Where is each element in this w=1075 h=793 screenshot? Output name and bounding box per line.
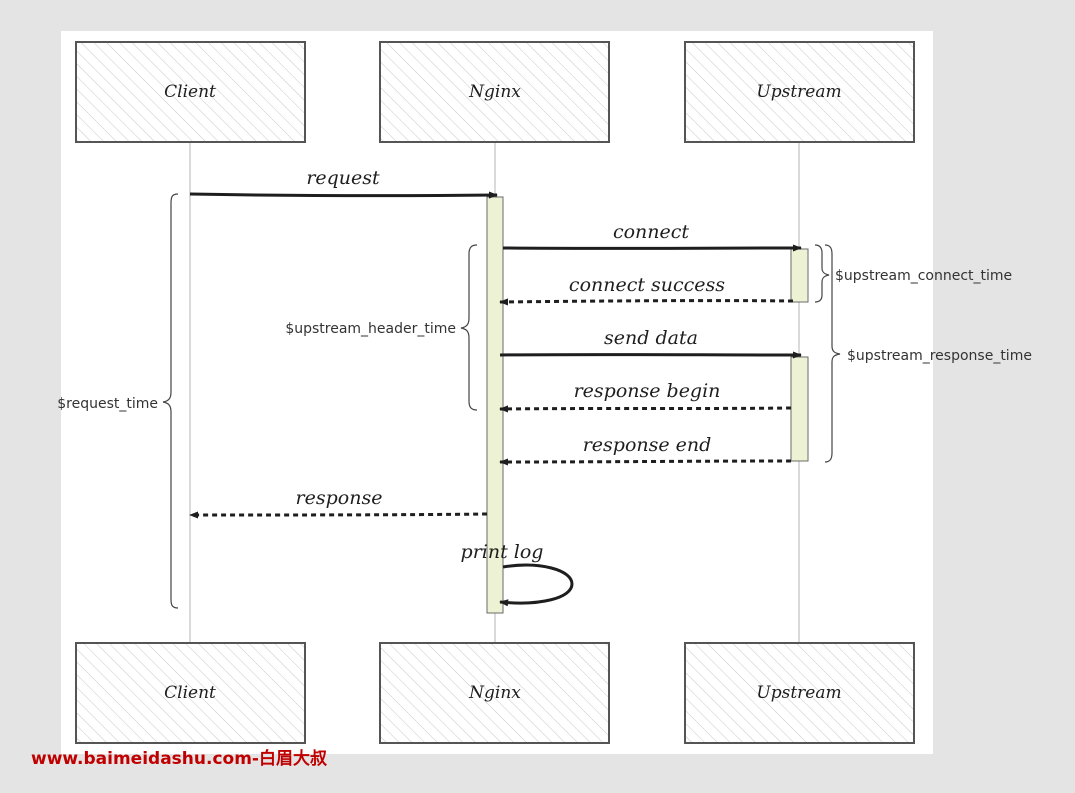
message-connect-success: connect success bbox=[499, 274, 794, 306]
message-label-connect-success: connect success bbox=[569, 274, 725, 296]
watermark-text: www.baimeidashu.com-白眉大叔 bbox=[31, 749, 327, 769]
message-label-response: response bbox=[296, 487, 383, 509]
actor-label-nginx-top: Nginx bbox=[468, 82, 521, 102]
actor-label-client-bottom: Client bbox=[164, 683, 216, 703]
actor-box-client-bottom: Client bbox=[75, 642, 306, 744]
actor-box-upstream-bottom: Upstream bbox=[684, 642, 915, 744]
message-connect: connect bbox=[502, 221, 802, 252]
label-upstream-connect-time: $upstream_connect_time bbox=[835, 268, 1012, 284]
actor-label-upstream-bottom: Upstream bbox=[756, 683, 841, 703]
message-label-response-begin: response begin bbox=[574, 380, 721, 402]
message-label-print-log: print log bbox=[461, 541, 544, 563]
label-upstream-response-time: $upstream_response_time bbox=[847, 348, 1032, 364]
upstream-activation-response bbox=[790, 356, 809, 462]
label-request-time: $request_time bbox=[57, 396, 158, 412]
actor-label-nginx-bottom: Nginx bbox=[468, 683, 521, 703]
actor-box-nginx-bottom: Nginx bbox=[379, 642, 610, 744]
actor-label-client-top: Client bbox=[164, 82, 216, 102]
actor-label-upstream-top: Upstream bbox=[756, 82, 841, 102]
message-label-connect: connect bbox=[613, 221, 689, 243]
label-upstream-header-time: $upstream_header_time bbox=[285, 321, 456, 337]
actor-box-nginx-top: Nginx bbox=[379, 41, 610, 143]
actor-box-client-top: Client bbox=[75, 41, 306, 143]
brace-upstream-header-time bbox=[460, 244, 478, 411]
message-response-end: response end bbox=[499, 434, 792, 466]
brace-upstream-response-time bbox=[824, 244, 841, 463]
message-label-send-data: send data bbox=[604, 327, 698, 349]
message-response-begin: response begin bbox=[499, 380, 792, 413]
upstream-activation-connect bbox=[790, 248, 809, 303]
message-label-response-end: response end bbox=[583, 434, 712, 456]
message-label-request: request bbox=[306, 167, 380, 189]
brace-upstream-connect-time bbox=[814, 244, 830, 303]
message-print-log: print log bbox=[461, 541, 574, 607]
message-response: response bbox=[189, 487, 488, 519]
message-send-data: send data bbox=[499, 327, 802, 359]
message-request: request bbox=[189, 167, 498, 199]
actor-box-upstream-top: Upstream bbox=[684, 41, 915, 143]
brace-request-time bbox=[162, 193, 179, 609]
